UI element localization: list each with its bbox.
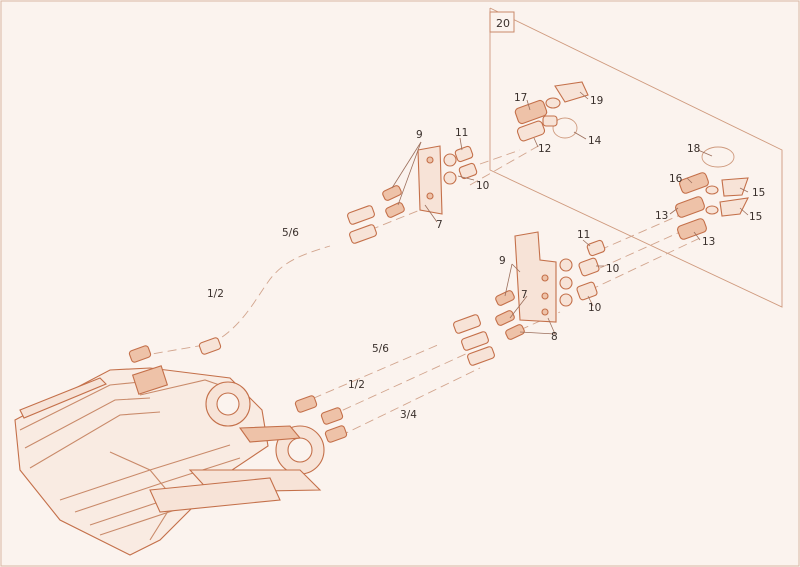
callout-7: 7: [436, 219, 443, 231]
callout-15-upper: 15: [752, 187, 765, 199]
callout-9-lower: 9: [499, 255, 506, 267]
callout-13-upper: 13: [655, 210, 668, 222]
callout-5-6-upper: 5/6: [282, 227, 299, 239]
coupler-parts-upper: [514, 81, 589, 142]
lower-bracket-assembly: [453, 231, 606, 366]
callout-labels: 20 17 19 14 12 9 11 10 7 18 16 15 15 13 …: [207, 17, 765, 421]
callout-15-lower: 15: [749, 211, 762, 223]
hose-end-fittings: [128, 337, 348, 443]
callout-8: 8: [551, 331, 558, 343]
callout-12: 12: [538, 143, 551, 155]
callout-17: 17: [514, 92, 527, 104]
callout-10-mid: 10: [606, 263, 619, 275]
upper-bracket-assembly: [347, 145, 478, 244]
callout-11: 11: [455, 127, 468, 139]
callout-5-6-lower: 5/6: [372, 343, 389, 355]
callout-3-4: 3/4: [400, 409, 417, 421]
callout-13-lower: 13: [702, 236, 715, 248]
callout-10: 10: [476, 180, 489, 192]
callout-14: 14: [588, 135, 602, 147]
callout-16: 16: [669, 173, 683, 185]
callout-1-2-upper: 1/2: [207, 288, 224, 300]
excavator-arm-frame: [14, 365, 325, 556]
callout-leaders: [391, 91, 749, 335]
coupler-parts-right: [675, 146, 749, 240]
kit-20-panel: [489, 7, 783, 308]
callout-18: 18: [687, 143, 700, 155]
callout-9: 9: [416, 129, 423, 141]
callout-1-2-lower: 1/2: [348, 379, 365, 391]
callout-10-lower: 10: [588, 302, 601, 314]
callout-11-lower: 11: [577, 229, 590, 241]
callout-19: 19: [590, 95, 603, 107]
callout-7-lower: 7: [521, 289, 528, 301]
callout-20: 20: [496, 17, 510, 30]
